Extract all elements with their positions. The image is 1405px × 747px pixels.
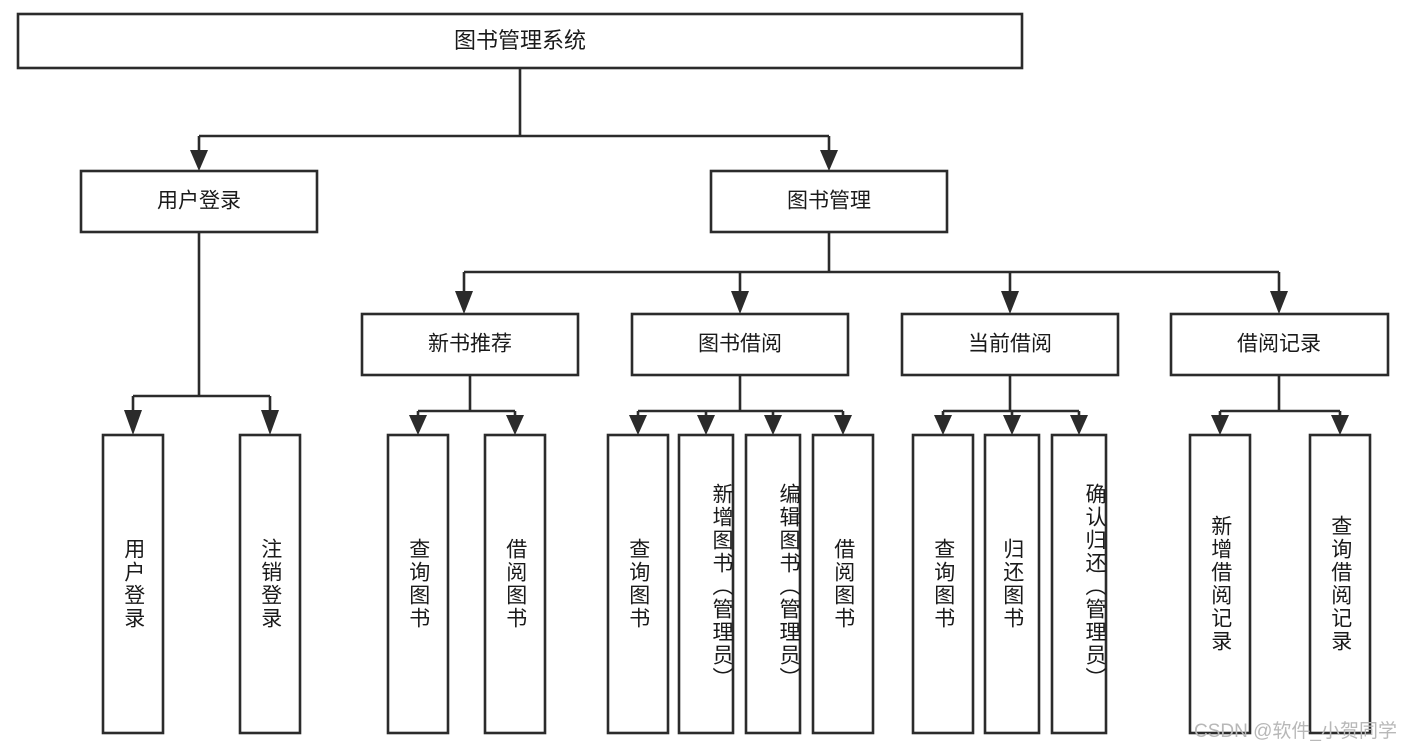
arrow-head-leaf-add-record xyxy=(1211,415,1229,435)
node-root-box[interactable] xyxy=(16,12,1024,70)
leaf-box-user-login[interactable] xyxy=(101,433,165,735)
node-user-login-label: 用户登录 xyxy=(157,190,241,213)
leaf-box-query-borrow-record[interactable] xyxy=(1308,433,1372,735)
node-new-book-recommend-label: 新书推荐 xyxy=(428,333,512,356)
node-borrow-record-label: 借阅记录 xyxy=(1237,333,1321,356)
leaf-box-borrow-book-2[interactable] xyxy=(811,433,875,735)
arrow-head-leaf-query-book-1 xyxy=(409,415,427,435)
leaf-box-query-book-1[interactable] xyxy=(386,433,450,735)
leaf-box-borrow-book-1[interactable] xyxy=(483,433,547,735)
arrow-head-user-login xyxy=(190,150,208,171)
node-book-management[interactable]: 图书管理 xyxy=(709,169,949,234)
node-current-borrow[interactable]: 当前借阅 xyxy=(900,312,1120,377)
arrow-head-leaf-add-book xyxy=(697,415,715,435)
connector-group-user-login xyxy=(124,232,279,435)
leaf-box-query-book-3[interactable] xyxy=(911,433,975,735)
arrow-head-book-borrow xyxy=(731,291,749,314)
leaf-box-query-book-2[interactable] xyxy=(606,433,670,735)
arrow-head-current-borrow xyxy=(1001,291,1019,314)
arrow-head-book-mgmt xyxy=(820,150,838,171)
node-root[interactable]: 图书管理系统 xyxy=(16,12,1024,70)
leaf-box-edit-book[interactable] xyxy=(744,433,802,735)
connector-group-root xyxy=(190,68,838,171)
arrow-head-leaf-edit-book xyxy=(764,415,782,435)
node-user-login-box[interactable] xyxy=(79,169,319,234)
node-borrow-record[interactable]: 借阅记录 xyxy=(1169,312,1390,377)
watermark-text: CSDN @软件_小贺同学 xyxy=(1194,721,1397,742)
arrow-head-leaf-borrow-book-1 xyxy=(506,415,524,435)
connector-group-book-borrow xyxy=(629,375,852,435)
node-book-management-label: 图书管理 xyxy=(787,190,871,213)
node-book-borrow-box[interactable] xyxy=(630,312,850,377)
connector-group-current-borrow xyxy=(934,375,1088,435)
arrow-head-leaf-return-book xyxy=(1003,415,1021,435)
arrow-head-leaf-user-login xyxy=(124,410,142,435)
leaf-box-add-borrow-record[interactable] xyxy=(1188,433,1252,735)
arrow-head-borrow-record xyxy=(1270,291,1288,314)
node-new-book-recommend[interactable]: 新书推荐 xyxy=(360,312,580,377)
connector-group-new-book-rec xyxy=(409,375,524,435)
node-new-book-recommend-box[interactable] xyxy=(360,312,580,377)
leaf-box-confirm-return[interactable] xyxy=(1050,433,1108,735)
arrow-head-new-book-rec xyxy=(455,291,473,314)
arrow-head-leaf-confirm-return xyxy=(1070,415,1088,435)
leaf-box-logout[interactable] xyxy=(238,433,302,735)
arrow-head-leaf-query-record xyxy=(1331,415,1349,435)
arrow-head-leaf-borrow-book-2 xyxy=(834,415,852,435)
connector-group-borrow-record xyxy=(1211,375,1349,435)
node-current-borrow-box[interactable] xyxy=(900,312,1120,377)
leaf-box-add-book[interactable] xyxy=(677,433,735,735)
node-current-borrow-label: 当前借阅 xyxy=(968,333,1052,356)
arrow-head-leaf-query-book-3 xyxy=(934,415,952,435)
node-book-borrow[interactable]: 图书借阅 xyxy=(630,312,850,377)
connector-group-book-mgmt xyxy=(455,232,1288,314)
node-user-login[interactable]: 用户登录 xyxy=(79,169,319,234)
arrow-head-leaf-query-book-2 xyxy=(629,415,647,435)
node-borrow-record-box[interactable] xyxy=(1169,312,1390,377)
node-book-management-box[interactable] xyxy=(709,169,949,234)
arrow-head-leaf-logout xyxy=(261,410,279,435)
node-root-label: 图书管理系统 xyxy=(454,28,586,53)
leaf-box-return-book[interactable] xyxy=(983,433,1041,735)
node-book-borrow-label: 图书借阅 xyxy=(698,333,782,356)
